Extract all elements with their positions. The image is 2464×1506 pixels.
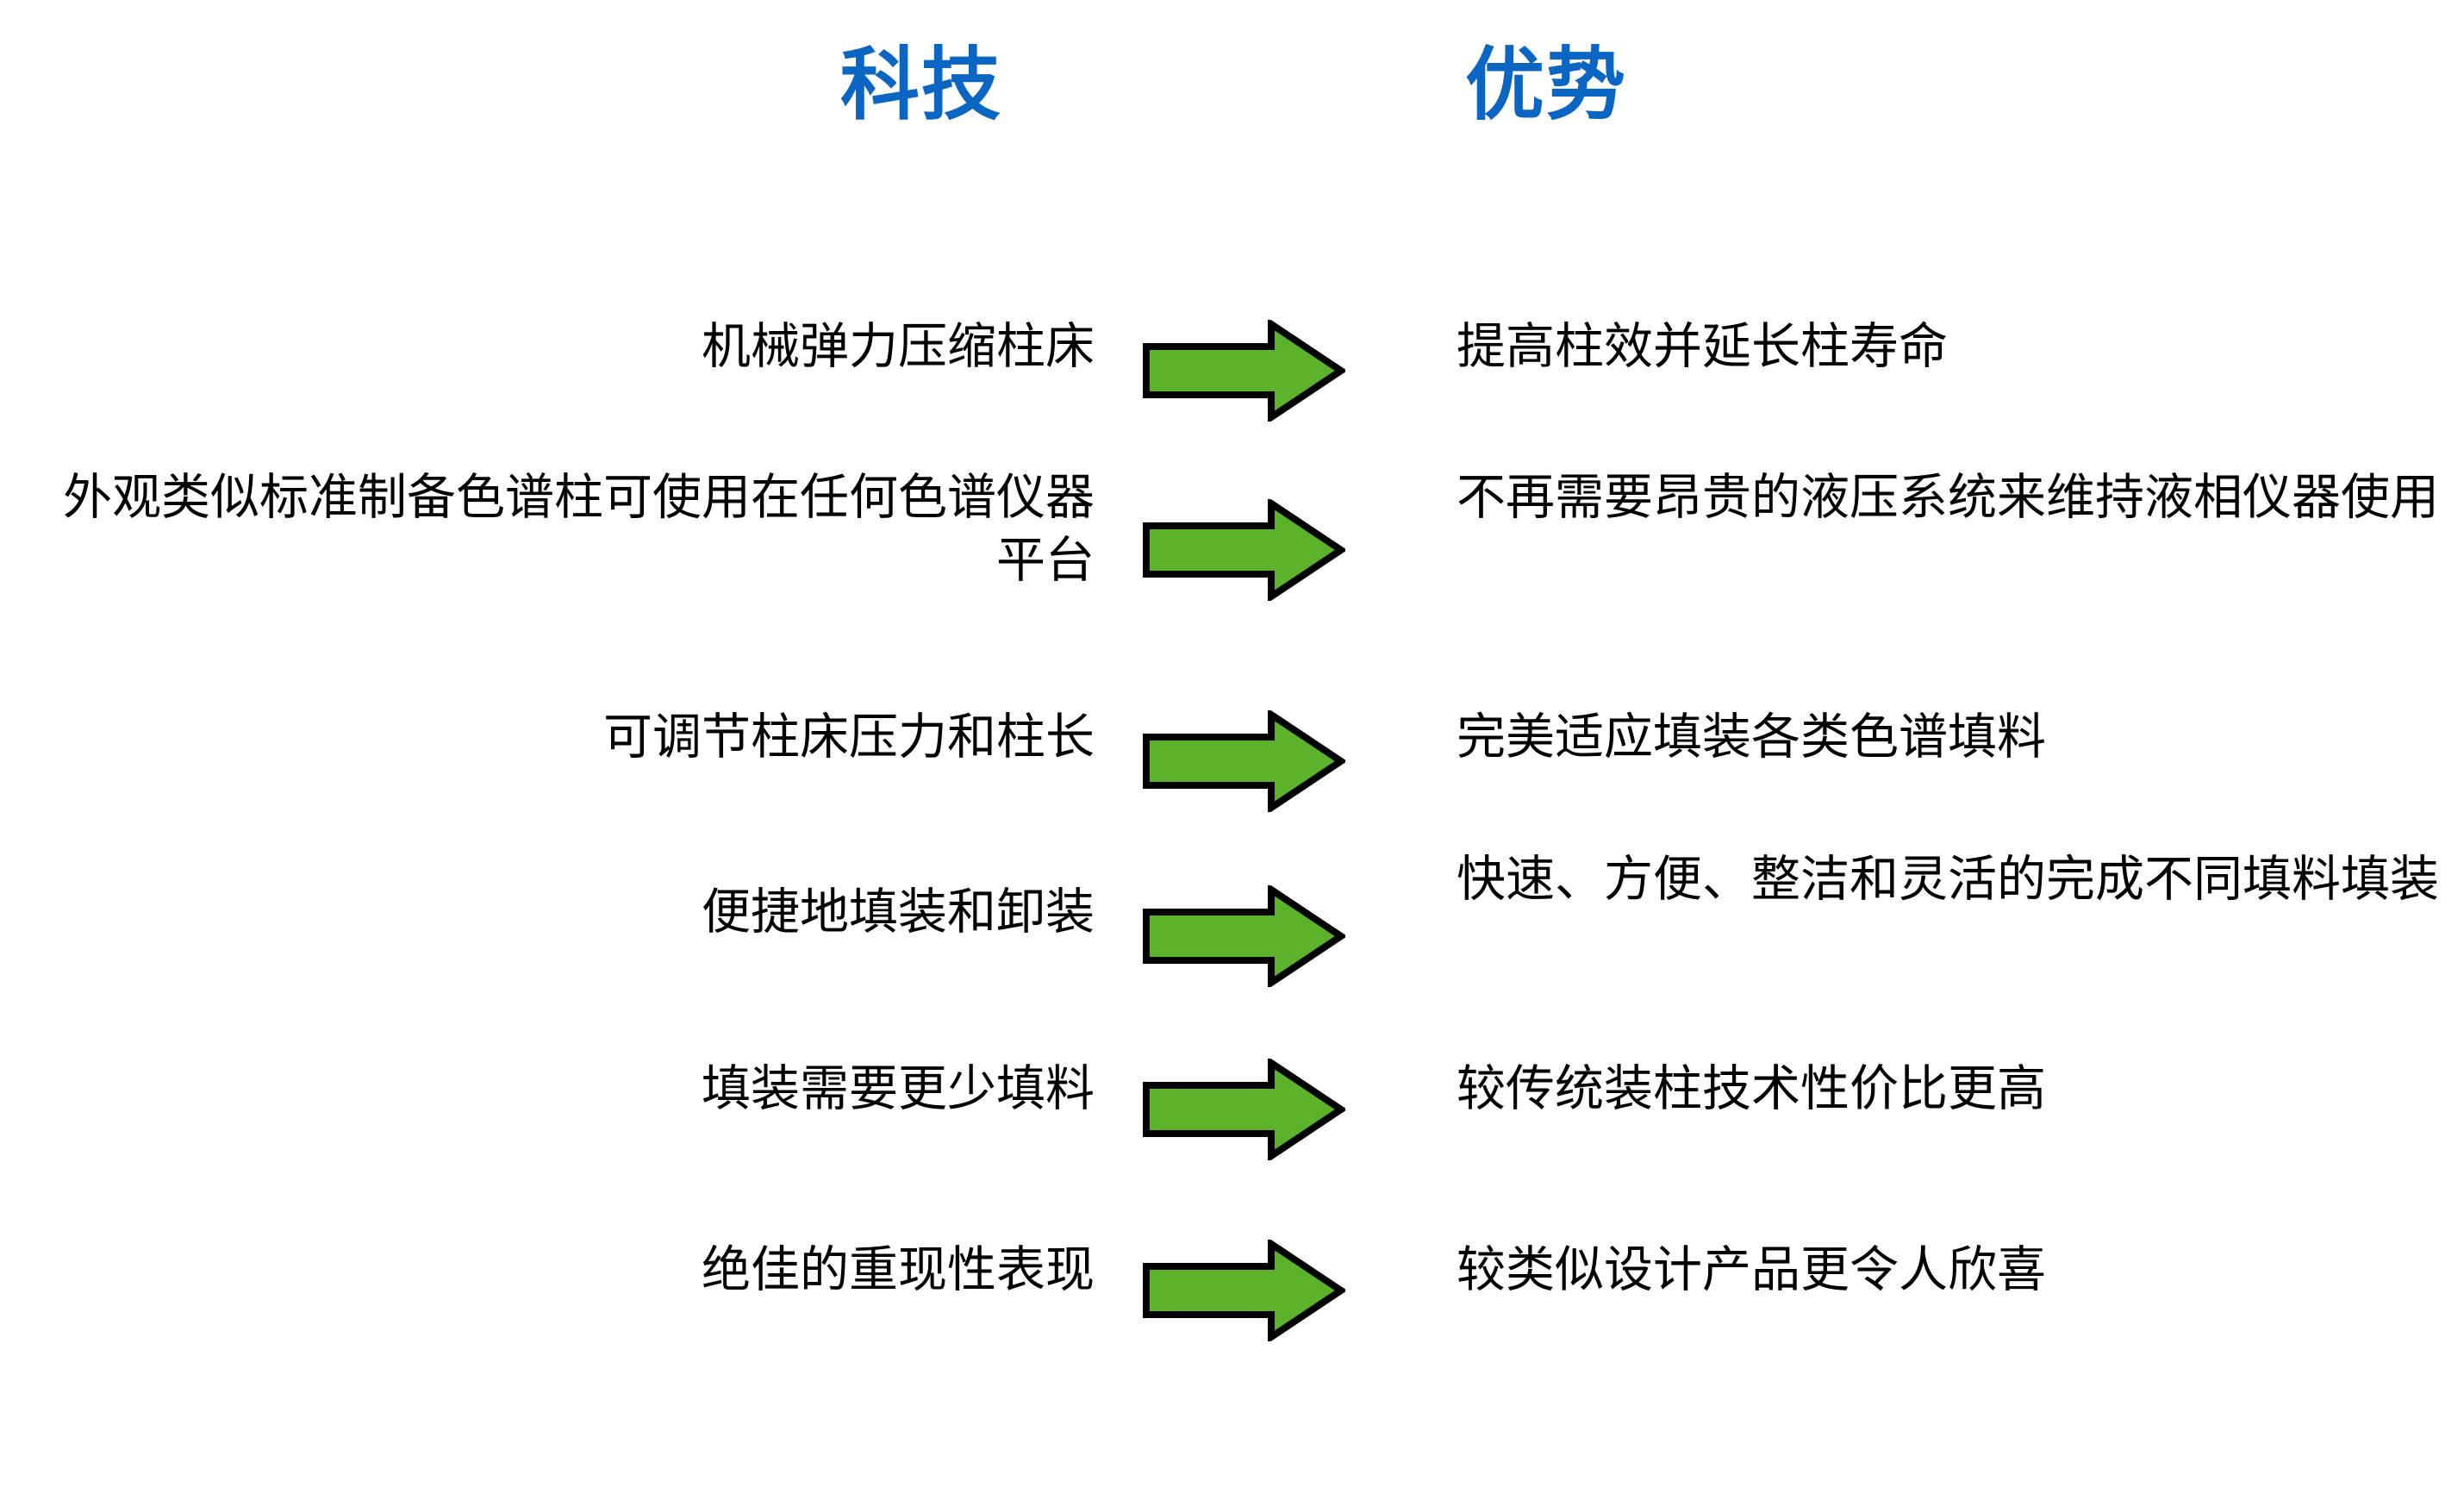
technology-text: 外观类似标准制备色谱柱可使用在任何色谱仪器平台	[63, 470, 1095, 588]
column-header-advantage: 优势	[1465, 41, 1627, 129]
advantage-text: 不再需要昂贵的液压系统来维持液相仪器使用	[1457, 470, 2439, 525]
right-arrow-icon	[1142, 320, 1345, 422]
right-arrow-icon	[1142, 885, 1345, 987]
right-arrow-icon	[1142, 710, 1345, 812]
technology-text: 绝佳的重现性表现	[702, 1242, 1095, 1297]
column-headers: 科技 优势	[0, 36, 2464, 183]
column-header-technology: 科技	[840, 41, 1002, 129]
advantage-text: 较类似设计产品更令人欣喜	[1457, 1242, 2046, 1297]
technology-text: 填装需要更少填料	[702, 1061, 1095, 1116]
right-arrow-icon	[1142, 1059, 1345, 1160]
advantage-text: 快速、方便、整洁和灵活的完成不同填料填装	[1457, 852, 2439, 907]
right-arrow-icon	[1142, 1240, 1345, 1341]
right-arrow-icon	[1142, 499, 1345, 601]
advantage-text: 提高柱效并延长柱寿命	[1457, 319, 1948, 374]
advantage-text: 完美适应填装各类色谱填料	[1457, 709, 2046, 765]
technology-text: 机械弹力压缩柱床	[702, 319, 1095, 374]
technology-text: 便捷地填装和卸装	[702, 884, 1095, 940]
advantage-text: 较传统装柱技术性价比更高	[1457, 1061, 2046, 1116]
technology-text: 可调节柱床压力和柱长	[603, 709, 1095, 765]
